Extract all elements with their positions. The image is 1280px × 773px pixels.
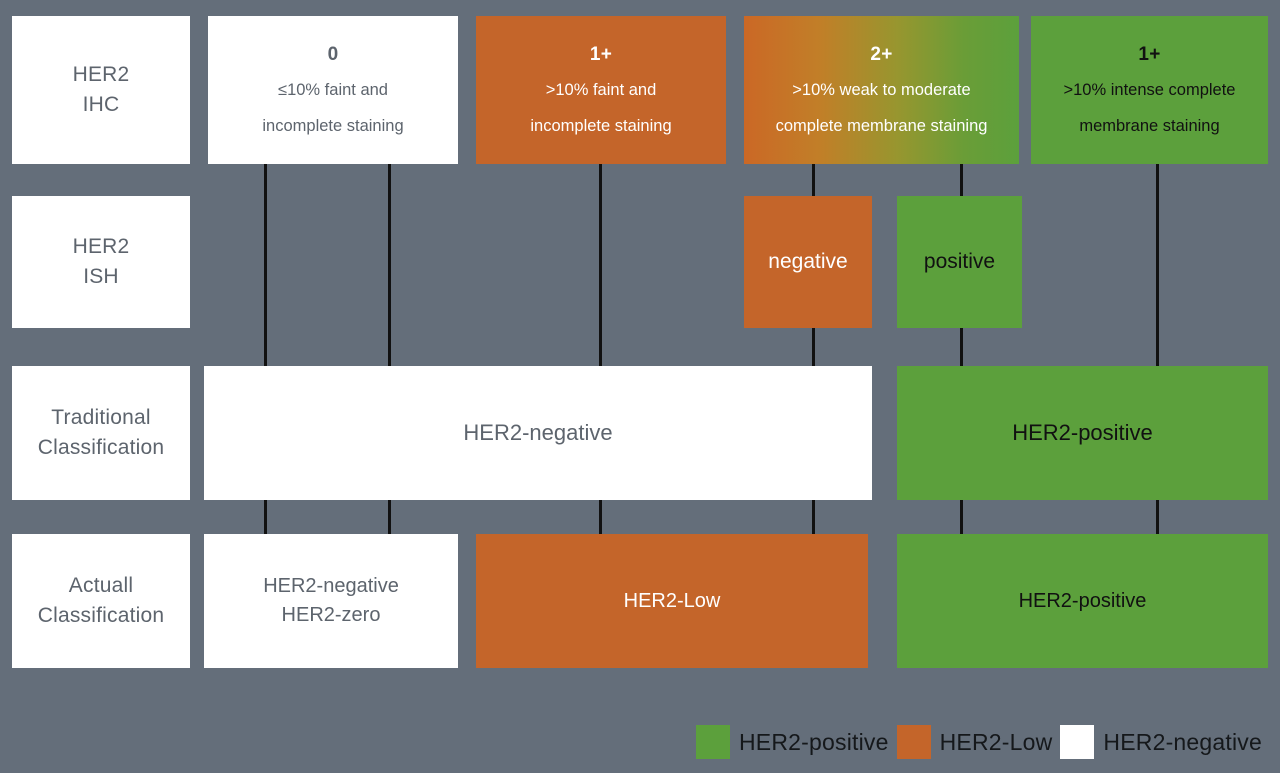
connector-line-ihc0-right bbox=[388, 164, 391, 368]
actual-cell-her2-low: HER2-Low bbox=[476, 534, 868, 668]
ihc-cell-0: 0 ≤10% faint and incomplete staining bbox=[208, 16, 458, 164]
connector-line-trad-to-actual-5 bbox=[960, 500, 963, 544]
connector-line-ish-negative-down bbox=[812, 326, 815, 368]
row-label-traditional-line1: Traditional bbox=[51, 405, 151, 429]
row-label-her2-ihc: HER2 IHC bbox=[12, 16, 190, 164]
ihc-cell-2plus-desc-line2: complete membrane staining bbox=[775, 117, 988, 136]
connector-line-trad-to-actual-3 bbox=[599, 500, 602, 544]
row-label-actual-line1: Actuall bbox=[68, 573, 134, 597]
ihc-cell-2plus-grade: 2+ bbox=[870, 43, 893, 65]
traditional-cell-her2-positive-label: HER2-positive bbox=[1012, 420, 1153, 446]
ish-cell-negative: negative bbox=[744, 196, 872, 328]
ihc-cell-1plus-desc-line1: >10% faint and bbox=[545, 81, 657, 100]
ihc-cell-1plus: 1+ >10% faint and incomplete staining bbox=[476, 16, 726, 164]
actual-cell-her2-negative-zero: HER2-negative HER2-zero bbox=[204, 534, 458, 668]
connector-line-ish-positive-down bbox=[960, 326, 963, 368]
row-label-traditional-classification: Traditional Classification bbox=[12, 366, 190, 500]
green-swatch-icon bbox=[696, 725, 730, 759]
connector-line-ihc0-left bbox=[264, 164, 267, 368]
row-label-traditional-line2: Classification bbox=[37, 436, 165, 459]
connector-line-trad-to-actual-1 bbox=[264, 500, 267, 544]
legend-item-her2-low: HER2-Low bbox=[896, 725, 1053, 759]
ihc-cell-3plus-desc-line1: >10% intense complete bbox=[1063, 81, 1236, 100]
ihc-cell-0-desc-line2: incomplete staining bbox=[262, 117, 404, 136]
connector-line-ihc3plus bbox=[1156, 164, 1159, 368]
ihc-cell-3plus-description: >10% intense complete membrane staining bbox=[1058, 79, 1242, 139]
ihc-cell-3plus-grade: 1+ bbox=[1138, 43, 1161, 65]
ish-cell-negative-label: negative bbox=[768, 249, 848, 273]
row-label-her2-ish: HER2 ISH bbox=[12, 196, 190, 328]
ihc-cell-2plus-desc-line1: >10% weak to moderate bbox=[792, 81, 971, 100]
legend-item-her2-low-label: HER2-Low bbox=[939, 728, 1053, 755]
traditional-cell-her2-positive: HER2-positive bbox=[897, 366, 1268, 500]
row-label-actual-classification: Actuall Classification bbox=[12, 534, 190, 668]
connector-line-trad-to-actual-6 bbox=[1156, 500, 1159, 544]
connector-line-trad-to-actual-2 bbox=[388, 500, 391, 544]
ihc-cell-1plus-description: >10% faint and incomplete staining bbox=[524, 79, 677, 139]
ihc-cell-0-desc-line1: ≤10% faint and bbox=[278, 81, 388, 100]
row-label-her2-ish-line2: ISH bbox=[83, 265, 119, 288]
ihc-cell-1plus-grade: 1+ bbox=[589, 43, 613, 65]
legend-item-her2-negative: HER2-negative bbox=[1060, 725, 1262, 759]
row-label-her2-ish-line1: HER2 bbox=[72, 234, 130, 258]
ihc-cell-2plus-description: >10% weak to moderate complete membrane … bbox=[770, 79, 994, 139]
ihc-cell-0-grade: 0 bbox=[327, 43, 339, 65]
ihc-cell-0-description: ≤10% faint and incomplete staining bbox=[256, 79, 409, 139]
ihc-cell-1plus-desc-line2: incomplete staining bbox=[530, 117, 672, 136]
orange-swatch-icon bbox=[896, 725, 931, 759]
legend-item-her2-positive-label: HER2-positive bbox=[739, 728, 889, 755]
actual-cell-her2-negative-line2: HER2-zero bbox=[281, 604, 381, 626]
row-label-her2-ihc-line2: IHC bbox=[82, 93, 120, 116]
connector-line-ihc1plus bbox=[599, 164, 602, 368]
legend-item-her2-positive: HER2-positive bbox=[696, 725, 889, 759]
traditional-cell-her2-negative: HER2-negative bbox=[204, 366, 872, 500]
traditional-cell-her2-negative-label: HER2-negative bbox=[463, 420, 613, 446]
legend: HER2-positive HER2-Low HER2-negative bbox=[0, 725, 1280, 759]
connector-line-ihc2plus-to-ish-negative bbox=[812, 164, 815, 212]
actual-cell-her2-positive: HER2-positive bbox=[897, 534, 1268, 668]
white-swatch-icon bbox=[1060, 725, 1095, 759]
connector-line-ihc2plus-to-ish-positive bbox=[960, 164, 963, 212]
connector-line-trad-to-actual-4 bbox=[812, 500, 815, 544]
ihc-cell-3plus: 1+ >10% intense complete membrane staini… bbox=[1031, 16, 1268, 164]
ish-cell-positive-label: positive bbox=[923, 249, 996, 273]
row-label-her2-ihc-line1: HER2 bbox=[72, 62, 130, 86]
legend-item-her2-negative-label: HER2-negative bbox=[1103, 728, 1262, 755]
ish-cell-positive: positive bbox=[897, 196, 1022, 328]
actual-cell-her2-low-label: HER2-Low bbox=[623, 589, 721, 612]
actual-cell-her2-negative-line1: HER2-negative bbox=[263, 575, 399, 597]
ihc-cell-3plus-desc-line2: membrane staining bbox=[1079, 117, 1220, 136]
row-label-actual-line2: Classification bbox=[37, 604, 165, 627]
actual-cell-her2-positive-label: HER2-positive bbox=[1018, 589, 1147, 612]
ihc-cell-2plus: 2+ >10% weak to moderate complete membra… bbox=[744, 16, 1019, 164]
